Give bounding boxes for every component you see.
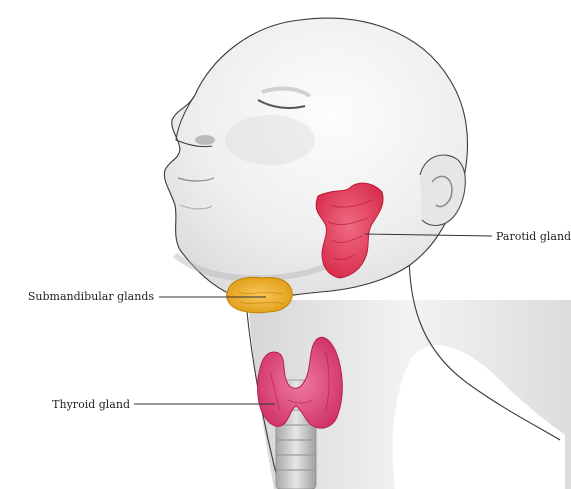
submandibular-gland bbox=[227, 277, 293, 312]
head bbox=[164, 18, 467, 298]
submandibular-label: Submandibular glands bbox=[28, 290, 154, 303]
thyroid-label: Thyroid gland bbox=[52, 398, 130, 411]
parotid-label: Parotid gland bbox=[496, 230, 571, 243]
ear bbox=[420, 155, 465, 225]
